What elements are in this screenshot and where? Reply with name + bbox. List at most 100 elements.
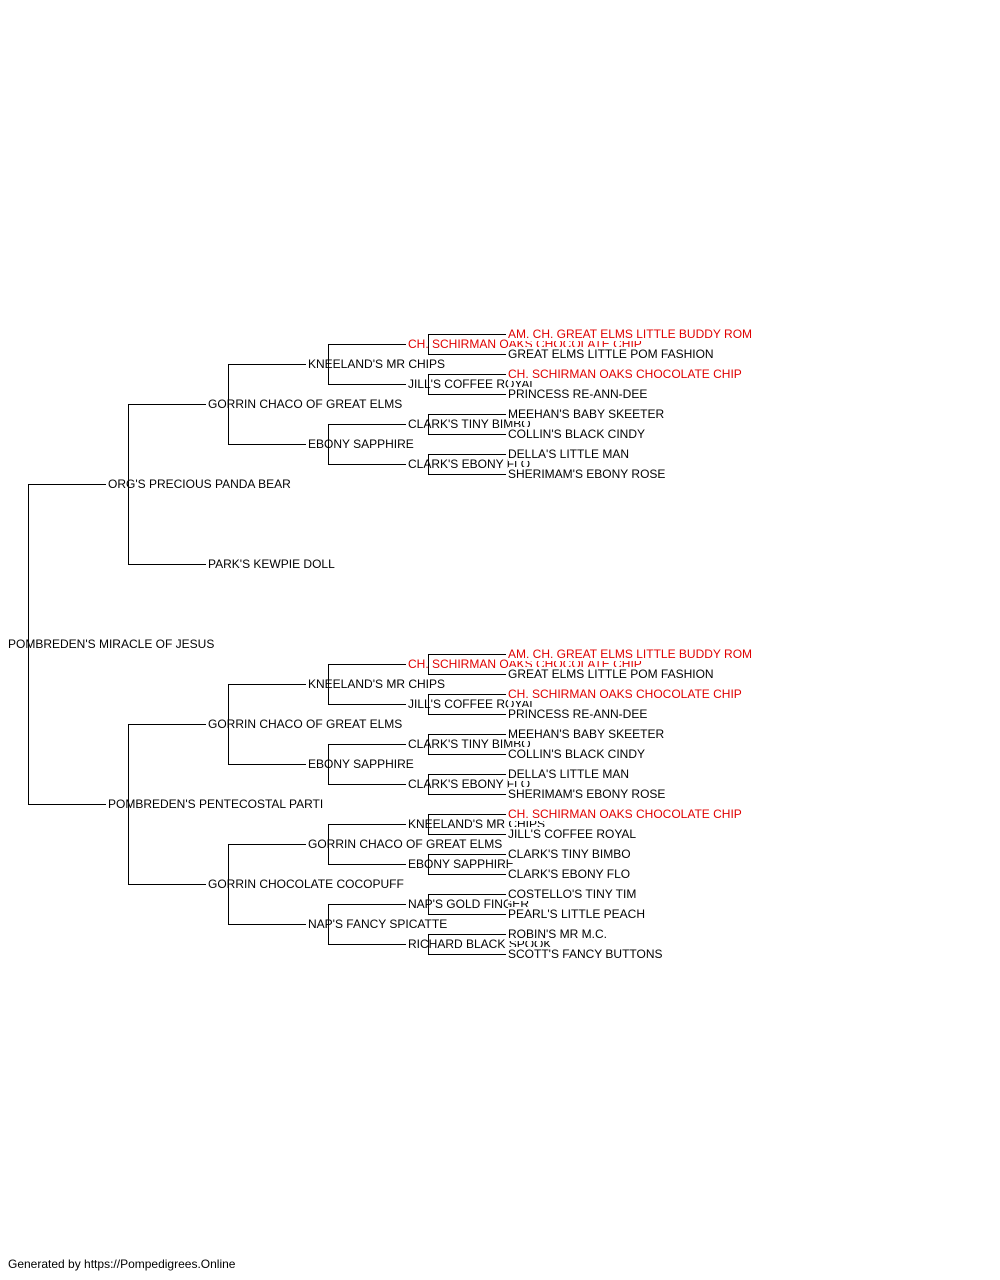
ancestor-dam[interactable]: PARK'S KEWPIE DOLL — [208, 557, 337, 571]
connector-line — [428, 694, 429, 714]
ancestor-sire[interactable]: GORRIN CHACO OF GREAT ELMS — [308, 837, 505, 851]
connector-line — [228, 844, 229, 924]
ancestor-dam[interactable]: SHERIMAM'S EBONY ROSE — [508, 787, 668, 801]
connector-line — [428, 934, 429, 954]
ancestor-sire[interactable]: NAP'S GOLD FINGER — [408, 897, 531, 911]
ancestor-sire[interactable]: CH. SCHIRMAN OAKS CHOCOLATE CHIP — [508, 687, 744, 701]
ancestor-sire[interactable]: COSTELLO'S TINY TIM — [508, 887, 639, 901]
ancestor-dam[interactable]: SHERIMAM'S EBONY ROSE — [508, 467, 668, 481]
connector-line — [228, 764, 306, 765]
ancestor-sire[interactable]: KNEELAND'S MR CHIPS — [308, 357, 447, 371]
connector-line — [428, 814, 506, 815]
ancestor-sire[interactable]: MEEHAN'S BABY SKEETER — [508, 727, 667, 741]
connector-line — [428, 674, 506, 675]
connector-line — [228, 844, 306, 845]
connector-line — [428, 694, 506, 695]
ancestor-dam[interactable]: CLARK'S EBONY FLO — [408, 457, 533, 471]
connector-line — [228, 364, 229, 444]
connector-line — [428, 774, 429, 794]
ancestor-sire[interactable]: DELLA'S LITTLE MAN — [508, 767, 631, 781]
connector-line — [328, 704, 406, 705]
connector-line — [428, 374, 429, 394]
connector-line — [428, 334, 429, 354]
ancestor-dam[interactable]: GORRIN CHOCOLATE COCOPUFF — [208, 877, 406, 891]
connector-line — [128, 404, 206, 405]
connector-line — [428, 874, 506, 875]
connector-line — [328, 864, 406, 865]
ancestor-dam[interactable]: EBONY SAPPHIRE — [308, 757, 416, 771]
connector-line — [328, 664, 406, 665]
connector-line — [328, 344, 406, 345]
ancestor-dam[interactable]: JILL'S COFFEE ROYAL — [508, 827, 639, 841]
ancestor-sire[interactable]: CH. SCHIRMAN OAKS CHOCOLATE CHIP — [508, 367, 744, 381]
ancestor-sire[interactable]: DELLA'S LITTLE MAN — [508, 447, 631, 461]
ancestor-sire[interactable]: GORRIN CHACO OF GREAT ELMS — [208, 717, 405, 731]
connector-line — [428, 954, 506, 955]
ancestor-dam[interactable]: COLLIN'S BLACK CINDY — [508, 747, 647, 761]
ancestor-dam[interactable]: SCOTT'S FANCY BUTTONS — [508, 947, 665, 961]
ancestor-sire[interactable]: GORRIN CHACO OF GREAT ELMS — [208, 397, 405, 411]
ancestor-dam[interactable]: PRINCESS RE-ANN-DEE — [508, 387, 650, 401]
connector-line — [328, 904, 329, 944]
ancestor-dam[interactable]: PEARL'S LITTLE PEACH — [508, 907, 648, 921]
connector-line — [328, 744, 329, 784]
connector-line — [328, 344, 329, 384]
connector-line — [428, 774, 506, 775]
ancestor-sire[interactable]: ORG'S PRECIOUS PANDA BEAR — [108, 477, 293, 491]
connector-line — [328, 384, 406, 385]
connector-line — [428, 894, 506, 895]
connector-line — [428, 414, 429, 434]
ancestor-sire[interactable]: CLARK'S TINY BIMBO — [408, 737, 533, 751]
connector-line — [328, 944, 406, 945]
ancestor-dam[interactable]: PRINCESS RE-ANN-DEE — [508, 707, 650, 721]
connector-line — [328, 464, 406, 465]
ancestor-sire[interactable]: KNEELAND'S MR CHIPS — [308, 677, 447, 691]
ancestor-dam[interactable]: JILL'S COFFEE ROYAL — [408, 697, 539, 711]
connector-line — [428, 434, 506, 435]
connector-line — [128, 404, 129, 564]
connector-line — [428, 914, 506, 915]
connector-line — [228, 444, 306, 445]
connector-line — [328, 904, 406, 905]
ancestor-dam[interactable]: COLLIN'S BLACK CINDY — [508, 427, 647, 441]
ancestor-dam[interactable]: CLARK'S EBONY FLO — [408, 777, 533, 791]
ancestor-dam[interactable]: POMBREDEN'S PENTECOSTAL PARTI — [108, 797, 326, 811]
ancestor-sire[interactable]: ROBIN'S MR M.C. — [508, 927, 609, 941]
ancestor-root[interactable]: POMBREDEN'S MIRACLE OF JESUS — [8, 637, 217, 651]
connector-line — [428, 394, 506, 395]
connector-line — [428, 414, 506, 415]
ancestor-sire[interactable]: AM. CH. GREAT ELMS LITTLE BUDDY ROM — [508, 647, 755, 661]
connector-line — [428, 714, 506, 715]
connector-line — [28, 484, 106, 485]
connector-line — [328, 784, 406, 785]
ancestor-dam[interactable]: EBONY SAPPHIRE — [408, 857, 516, 871]
connector-line — [128, 724, 206, 725]
ancestor-sire[interactable]: CLARK'S TINY BIMBO — [408, 417, 533, 431]
connector-line — [428, 754, 506, 755]
connector-line — [128, 724, 129, 884]
connector-line — [428, 734, 429, 754]
ancestor-dam[interactable]: EBONY SAPPHIRE — [308, 437, 416, 451]
ancestor-sire[interactable]: CLARK'S TINY BIMBO — [508, 847, 633, 861]
connector-line — [428, 794, 506, 795]
ancestor-dam[interactable]: JILL'S COFFEE ROYAL — [408, 377, 539, 391]
connector-line — [328, 664, 329, 704]
connector-line — [328, 744, 406, 745]
connector-line — [328, 824, 329, 864]
ancestor-dam[interactable]: CLARK'S EBONY FLO — [508, 867, 633, 881]
ancestor-sire[interactable]: AM. CH. GREAT ELMS LITTLE BUDDY ROM — [508, 327, 755, 341]
connector-line — [428, 654, 429, 674]
connector-line — [428, 374, 506, 375]
connector-line — [128, 884, 206, 885]
ancestor-sire[interactable]: MEEHAN'S BABY SKEETER — [508, 407, 667, 421]
ancestor-dam[interactable]: GREAT ELMS LITTLE POM FASHION — [508, 347, 716, 361]
connector-line — [328, 824, 406, 825]
connector-line — [428, 814, 429, 834]
connector-line — [228, 684, 306, 685]
ancestor-sire[interactable]: CH. SCHIRMAN OAKS CHOCOLATE CHIP — [508, 807, 744, 821]
connector-line — [428, 654, 506, 655]
ancestor-dam[interactable]: NAP'S FANCY SPICATTE — [308, 917, 450, 931]
connector-line — [428, 854, 429, 874]
ancestor-dam[interactable]: GREAT ELMS LITTLE POM FASHION — [508, 667, 716, 681]
footer-credit: Generated by https://Pompedigrees.Online — [8, 1257, 236, 1271]
